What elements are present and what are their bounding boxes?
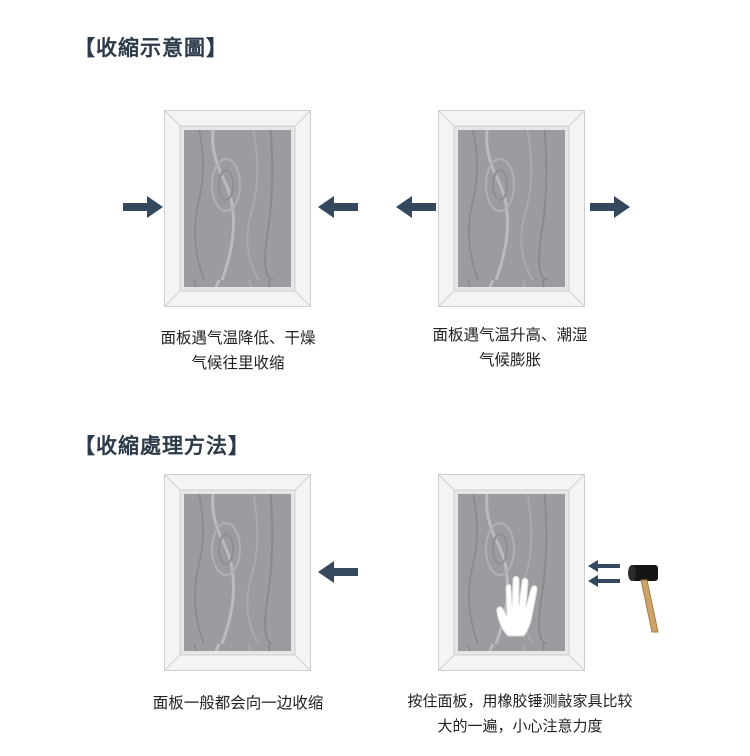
arrow-left-icon xyxy=(318,196,358,218)
frame-contract-drawing xyxy=(164,110,311,307)
caption-push-side-line1: 面板一般都会向一边收缩 xyxy=(152,694,324,712)
frame-expand-drawing xyxy=(438,110,585,307)
rubber-mallet-icon xyxy=(628,565,659,633)
frame-push-side-drawing xyxy=(164,474,311,671)
caption-contract: 面板遇气温降低、干燥 气候往里收缩 xyxy=(128,326,348,376)
caption-expand: 面板遇气温升高、潮湿 气候膨胀 xyxy=(400,323,620,373)
section2-title: 【收縮處理方法】 xyxy=(74,433,250,458)
caption-contract-line2: 气候往里收缩 xyxy=(191,354,285,372)
frame-contract xyxy=(164,110,311,307)
hand-icon xyxy=(496,575,538,637)
caption-expand-line1: 面板遇气温升高、潮湿 xyxy=(432,326,588,344)
arrow-left-icon xyxy=(588,575,620,587)
frame-tap xyxy=(438,474,585,671)
caption-tap: 按住面板，用橡胶锤测敲家具比较 大的一遍，小心注意力度 xyxy=(370,689,670,739)
arrow-right-icon xyxy=(123,196,163,218)
arrow-left-icon xyxy=(396,196,436,218)
arrow-left-icon xyxy=(588,560,620,572)
caption-expand-line2: 气候膨胀 xyxy=(478,351,541,369)
arrow-right-icon xyxy=(590,196,630,218)
caption-contract-line1: 面板遇气温降低、干燥 xyxy=(160,329,316,347)
frame-push-side xyxy=(164,474,311,671)
caption-tap-line1: 按住面板，用橡胶锤测敲家具比较 xyxy=(407,692,633,710)
caption-push-side: 面板一般都会向一边收缩 xyxy=(128,691,348,716)
arrow-left-icon xyxy=(318,561,358,583)
frame-tap-drawing xyxy=(438,474,585,671)
caption-tap-line2: 大的一遍，小心注意力度 xyxy=(437,717,603,735)
section1-title: 【收縮示意圖】 xyxy=(74,35,228,60)
frame-expand xyxy=(438,110,585,307)
